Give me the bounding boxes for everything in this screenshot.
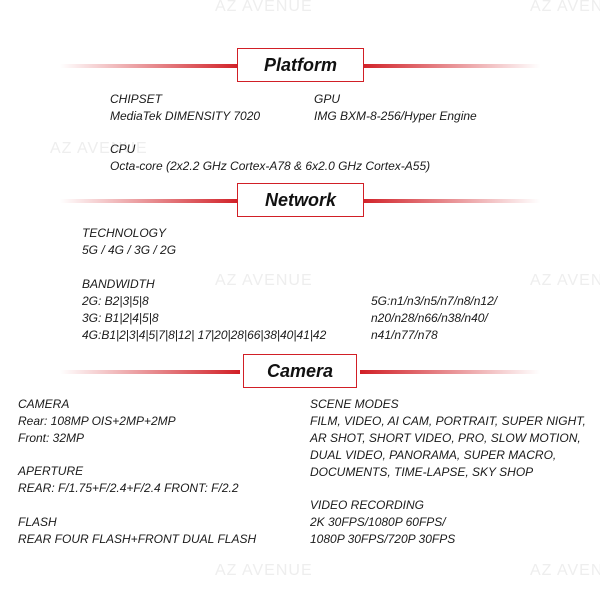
bandwidth-line: 2G: B2|3|5|8 — [82, 294, 149, 308]
field-label: APERTURE — [18, 464, 84, 478]
section-title: Platform — [237, 48, 364, 82]
watermark: AZ AVENUE — [215, 272, 313, 289]
watermark: AZ AVENUE — [530, 0, 600, 15]
field-value: FILM, VIDEO, AI CAM, PORTRAIT, SUPER NIG… — [310, 414, 586, 428]
watermark: AZ AVENUE — [50, 140, 148, 157]
watermark: AZ AVENUE — [530, 272, 600, 289]
bandwidth-line: 5G:n1/n3/n5/n7/n8/n12/ — [371, 294, 498, 308]
section-title: Camera — [243, 354, 357, 388]
header-rule-left — [60, 199, 240, 203]
network-header: Network — [0, 183, 600, 219]
field-value: 1080P 30FPS/720P 30FPS — [310, 532, 456, 546]
field-value: MediaTek DIMENSITY 7020 — [110, 109, 261, 123]
watermark: AZ AVENUE — [215, 562, 313, 579]
field-label: CPU — [110, 142, 136, 156]
gpu-field: GPU IMG BXM-8-256/Hyper Engine — [314, 91, 477, 125]
bandwidth-5g-field: 5G:n1/n3/n5/n7/n8/n12/ n20/n28/n66/n38/n… — [371, 293, 497, 344]
field-label: SCENE MODES — [310, 397, 399, 411]
header-rule-right — [360, 64, 540, 68]
field-label: TECHNOLOGY — [82, 226, 167, 240]
field-value: IMG BXM-8-256/Hyper Engine — [314, 109, 477, 123]
video-recording-field: VIDEO RECORDING 2K 30FPS/1080P 60FPS/ 10… — [310, 497, 455, 548]
field-value: 2K 30FPS/1080P 60FPS/ — [310, 515, 446, 529]
section-title: Network — [237, 183, 364, 217]
bandwidth-line: 3G: B1|2|4|5|8 — [82, 311, 159, 325]
header-rule-left — [60, 64, 240, 68]
technology-field: TECHNOLOGY 5G / 4G / 3G / 2G — [82, 225, 176, 259]
field-label: FLASH — [18, 515, 57, 529]
bandwidth-line: n20/n28/n66/n38/n40/ — [371, 311, 488, 325]
field-value: AR SHOT, SHORT VIDEO, PRO, SLOW MOTION, — [310, 431, 581, 445]
field-value: DUAL VIDEO, PANORAMA, SUPER MACRO, — [310, 448, 557, 462]
field-value: REAR: F/1.75+F/2.4+F/2.4 FRONT: F/2.2 — [18, 481, 239, 495]
field-value: Front: 32MP — [18, 431, 85, 445]
field-label: CAMERA — [18, 397, 70, 411]
flash-field: FLASH REAR FOUR FLASH+FRONT DUAL FLASH — [18, 514, 256, 548]
field-value: Octa-core (2x2.2 GHz Cortex-A78 & 6x2.0 … — [110, 159, 431, 173]
chipset-field: CHIPSET MediaTek DIMENSITY 7020 — [110, 91, 260, 125]
field-value: DOCUMENTS, TIME-LAPSE, SKY SHOP — [310, 465, 534, 479]
header-rule-right — [360, 370, 540, 374]
field-value: Rear: 108MP OIS+2MP+2MP — [18, 414, 176, 428]
watermark: AZ AVENUE — [215, 0, 313, 15]
platform-header: Platform — [0, 48, 600, 84]
header-rule-left — [60, 370, 240, 374]
aperture-field: APERTURE REAR: F/1.75+F/2.4+F/2.4 FRONT:… — [18, 463, 239, 497]
field-label: GPU — [314, 92, 341, 106]
field-label: VIDEO RECORDING — [310, 498, 425, 512]
watermark: AZ AVENUE — [530, 562, 600, 579]
camera-header: Camera — [0, 354, 600, 390]
scene-modes-field: SCENE MODES FILM, VIDEO, AI CAM, PORTRAI… — [310, 396, 586, 481]
camera-field: CAMERA Rear: 108MP OIS+2MP+2MP Front: 32… — [18, 396, 176, 447]
field-value: 5G / 4G / 3G / 2G — [82, 243, 177, 257]
field-value: REAR FOUR FLASH+FRONT DUAL FLASH — [18, 532, 257, 546]
field-label: BANDWIDTH — [82, 277, 155, 291]
bandwidth-line: 4G:B1|2|3|4|5|7|8|12| 17|20|28|66|38|40|… — [82, 328, 327, 342]
bandwidth-line: n41/n77/n78 — [371, 328, 438, 342]
bandwidth-field: BANDWIDTH 2G: B2|3|5|8 3G: B1|2|4|5|8 4G… — [82, 276, 326, 344]
cpu-field: CPU Octa-core (2x2.2 GHz Cortex-A78 & 6x… — [110, 141, 430, 175]
field-label: CHIPSET — [110, 92, 163, 106]
header-rule-right — [360, 199, 540, 203]
